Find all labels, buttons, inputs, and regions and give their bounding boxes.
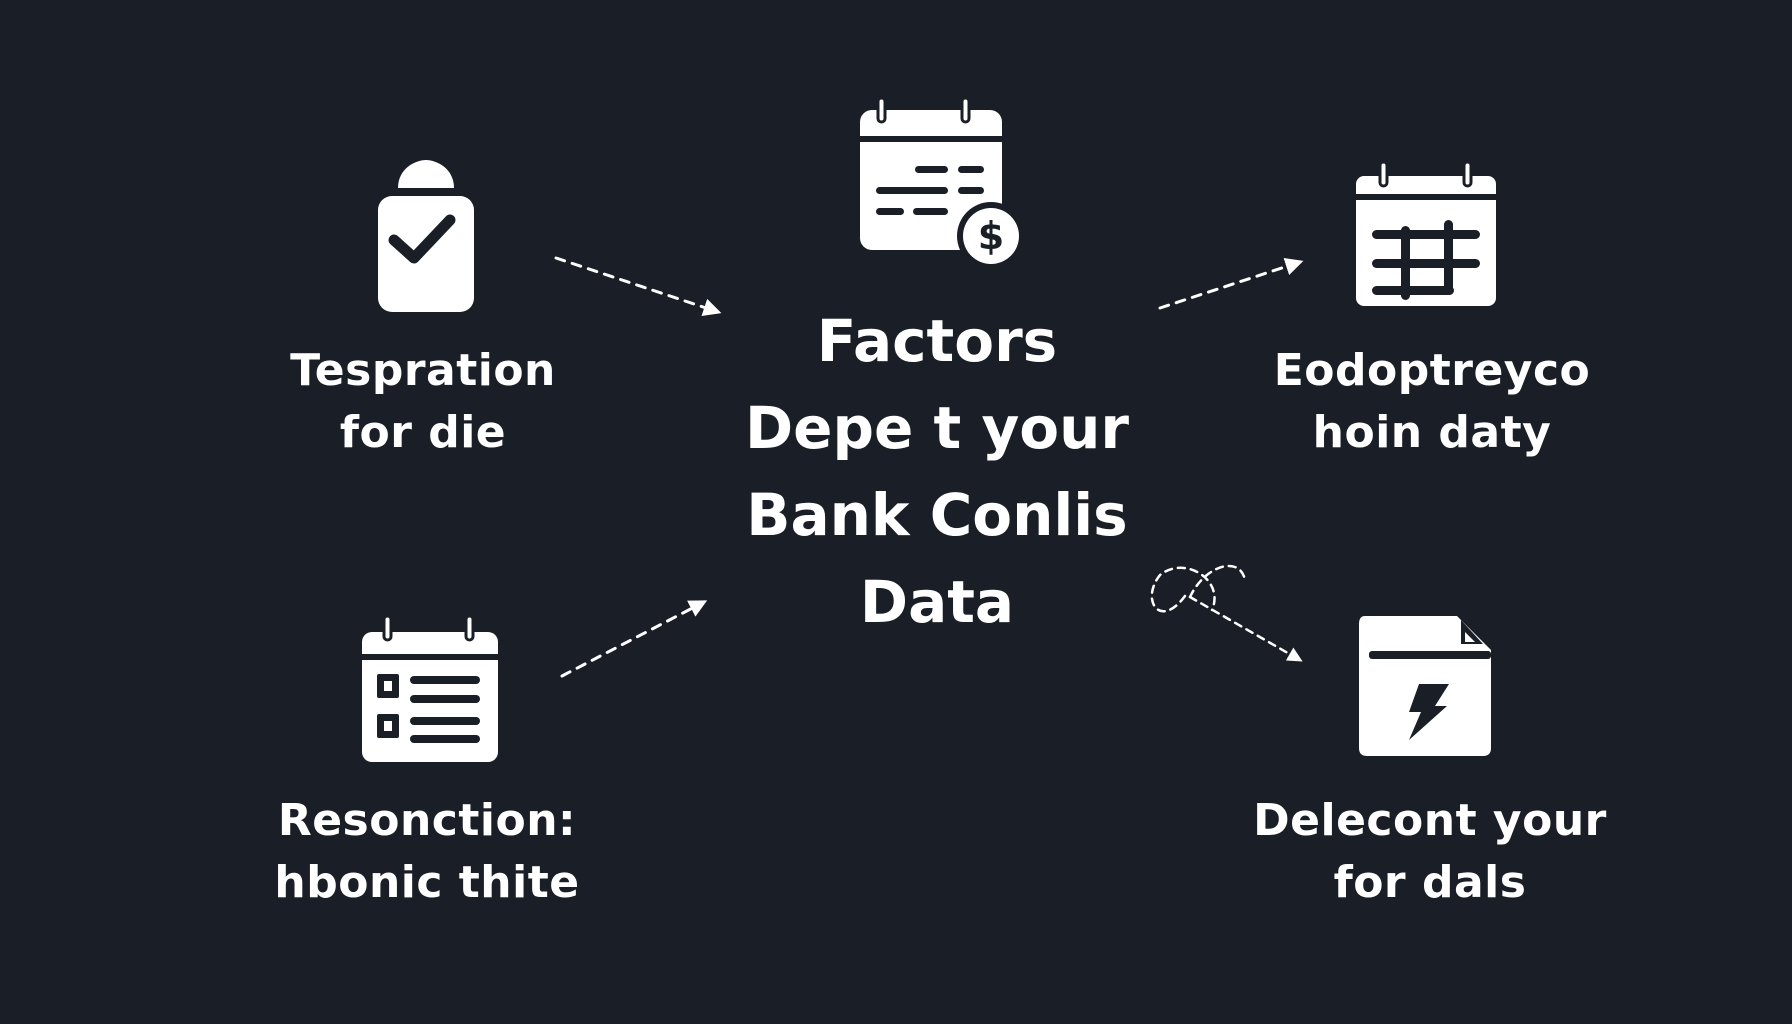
label-line: hoin daty <box>1312 407 1552 458</box>
label-line: Eodoptreyco <box>1273 345 1591 396</box>
title-line-4: Data <box>859 568 1015 636</box>
label-line: for die <box>339 407 507 458</box>
calendar-dollar-icon: $ <box>860 96 1025 270</box>
clipboard-check-icon <box>378 160 474 312</box>
document-lightning-icon <box>1359 616 1491 756</box>
node-label: Eodoptreyco hoin daty <box>1274 340 1591 464</box>
calendar-list-icon <box>362 614 498 762</box>
arrow-center-to-topright <box>1158 257 1304 310</box>
title-line-3: Bank Conlis <box>746 481 1128 549</box>
label-line: Tespration <box>290 345 556 396</box>
arrow-bottomleft-to-center <box>560 600 708 678</box>
label-line: Resonction: <box>277 795 577 846</box>
title-line-2: Depe t your <box>745 394 1129 462</box>
node-label: Resonction: hbonic thite <box>274 790 579 914</box>
label-line: hbonic thite <box>274 857 580 908</box>
title-line-1: Factors <box>816 307 1058 375</box>
calendar-grid-icon <box>1356 160 1496 306</box>
arrow-center-to-bottomright <box>1150 566 1300 660</box>
node-label: Delecont your for dals <box>1253 790 1607 914</box>
label-line: Delecont your <box>1253 795 1607 846</box>
label-line: for dals <box>1333 857 1527 908</box>
diagram-title: Factors Depe t your Bank Conlis Data <box>745 298 1129 646</box>
node-label: Tespration for die <box>290 340 556 464</box>
arrow-topleft-to-center <box>554 256 722 316</box>
svg-text:$: $ <box>978 214 1004 258</box>
